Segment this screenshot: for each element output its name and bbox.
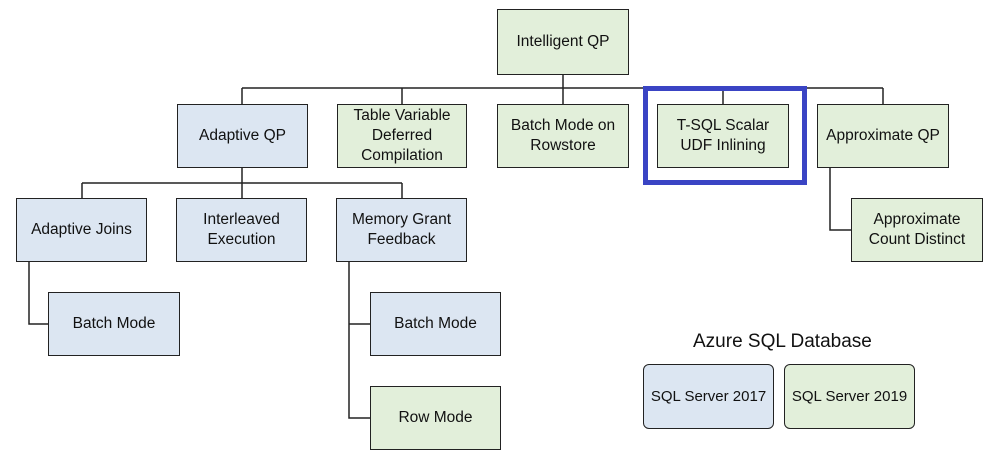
- node-intelligent-qp: Intelligent QP: [497, 9, 629, 75]
- highlight-box: [643, 86, 807, 185]
- node-batch-mode-on-rowstore: Batch Mode on Rowstore: [497, 104, 629, 168]
- node-interleaved-execution: Interleaved Execution: [176, 198, 307, 262]
- node-approximate-qp: Approximate QP: [817, 104, 949, 168]
- node-adaptive-qp: Adaptive QP: [177, 104, 308, 168]
- node-approximate-count-distinct: Approximate Count Distinct: [851, 198, 983, 262]
- node-adaptive-joins: Adaptive Joins: [16, 198, 147, 262]
- node-memory-grant-feedback: Memory Grant Feedback: [336, 198, 467, 262]
- node-table-variable-deferred-compilation: Table Variable Deferred Compilation: [337, 104, 467, 168]
- legend-sql-server-2019: SQL Server 2019: [784, 364, 915, 429]
- node-memory-grant-row-mode: Row Mode: [370, 386, 501, 450]
- node-memory-grant-batch-mode: Batch Mode: [370, 292, 501, 356]
- node-tsql-scalar-udf-inlining: T-SQL Scalar UDF Inlining: [657, 104, 789, 168]
- node-adaptive-joins-batch-mode: Batch Mode: [48, 292, 180, 356]
- legend-title: Azure SQL Database: [693, 331, 872, 352]
- legend-sql-server-2017: SQL Server 2017: [643, 364, 774, 429]
